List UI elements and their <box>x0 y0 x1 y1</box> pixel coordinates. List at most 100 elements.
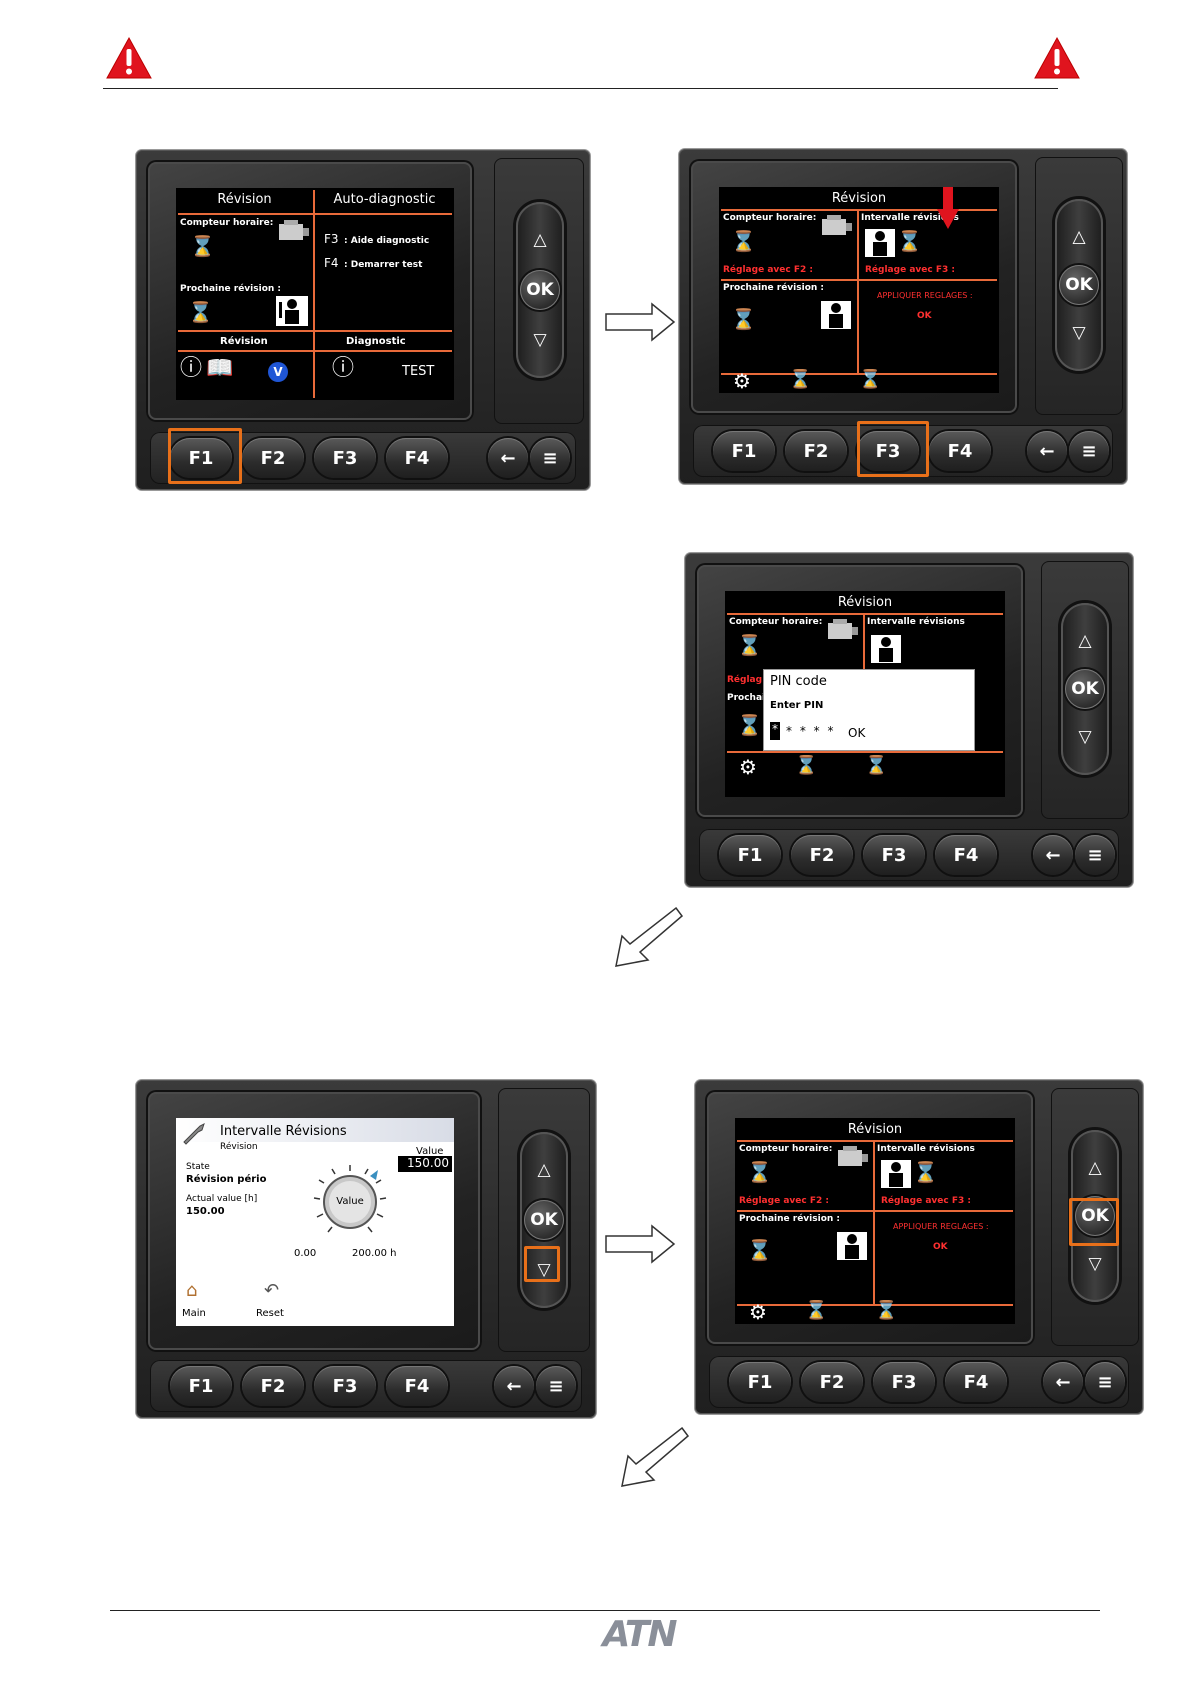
gears-icon: ⚙ <box>739 755 757 779</box>
menu-button[interactable]: ≡ <box>1075 835 1115 875</box>
ok-button[interactable]: OK <box>1065 669 1105 709</box>
menu-button[interactable]: ≡ <box>530 438 570 478</box>
screen4-actual-value: 150.00 <box>186 1206 225 1217</box>
f1-button[interactable]: F1 <box>170 1366 232 1406</box>
screen4-reset-label: Reset <box>256 1308 284 1319</box>
f1-button[interactable]: F1 <box>170 438 232 478</box>
gears-icon: ⚙ <box>733 369 751 393</box>
screen5-adjust-f3: Réglage avec F3 : <box>881 1196 971 1206</box>
hourglass-icon: ⌛ <box>188 300 213 324</box>
device-panel-4: Intervalle Révisions Révision Value 150.… <box>136 1080 596 1418</box>
screen1-hour-counter: Compteur horaire: <box>180 218 274 228</box>
f2-button[interactable]: F2 <box>242 1366 304 1406</box>
hourglass-engine-icon: ⌛ <box>795 755 818 776</box>
f2-button[interactable]: F2 <box>801 1362 863 1402</box>
back-button[interactable]: ← <box>1027 431 1067 471</box>
mechanic-icon <box>865 229 895 257</box>
footer-rule <box>110 1610 1100 1611</box>
down-button[interactable]: ▽ <box>1072 323 1086 343</box>
down-button[interactable]: ▽ <box>1078 727 1092 747</box>
screen1-f4-text: : Demarrer test <box>344 260 423 270</box>
hourglass-icon: ⌛ <box>731 229 756 253</box>
f3-button[interactable]: F3 <box>863 835 925 875</box>
back-button[interactable]: ← <box>488 438 528 478</box>
menu-button[interactable]: ≡ <box>1069 431 1109 471</box>
screen4-knob-label: Value <box>336 1196 364 1207</box>
f1-button[interactable]: F1 <box>729 1362 791 1402</box>
screen-5: Révision Compteur horaire: Intervalle ré… <box>735 1118 1015 1324</box>
f3-button[interactable]: F3 <box>314 438 376 478</box>
screen4-value-label: Value <box>416 1146 444 1157</box>
down-button[interactable]: ▽ <box>537 1260 551 1280</box>
pin-ok-button[interactable]: OK <box>848 726 866 740</box>
hourglass-icon: ⌛ <box>913 1160 938 1184</box>
screen5-hour-counter: Compteur horaire: <box>739 1144 833 1154</box>
hourglass-mechanic-icon: ⌛ <box>859 369 882 390</box>
device-panel-3: Révision Compteur horaire: Intervalle ré… <box>685 553 1133 887</box>
home-icon[interactable]: ⌂ <box>186 1280 198 1301</box>
up-button[interactable]: △ <box>1088 1158 1102 1178</box>
hourglass-icon: ⌛ <box>737 633 762 657</box>
down-button[interactable]: ▽ <box>1088 1254 1102 1274</box>
arrow-right-icon <box>605 1224 676 1264</box>
pin-cursor: * <box>770 722 780 740</box>
ok-button[interactable]: OK <box>524 1200 564 1240</box>
f2-button[interactable]: F2 <box>242 438 304 478</box>
menu-button[interactable]: ≡ <box>1085 1362 1125 1402</box>
f4-button[interactable]: F4 <box>945 1362 1007 1402</box>
f1-button[interactable]: F1 <box>713 431 775 471</box>
screen4-actual-label: Actual value [h] <box>186 1194 258 1204</box>
screen5-next-revision: Prochaine révision : <box>739 1214 841 1224</box>
ok-button[interactable]: OK <box>1075 1196 1115 1236</box>
help-icon: ⓘ <box>332 356 355 381</box>
f2-button[interactable]: F2 <box>785 431 847 471</box>
screen4-max: 200.00 h <box>352 1248 397 1259</box>
ok-button[interactable]: OK <box>1059 265 1099 305</box>
help-icon: ⓘ <box>180 356 203 381</box>
f3-button[interactable]: F3 <box>857 431 919 471</box>
f3-button[interactable]: F3 <box>314 1366 376 1406</box>
warning-icon-right <box>1034 36 1080 79</box>
f3-button[interactable]: F3 <box>873 1362 935 1402</box>
back-button[interactable]: ← <box>1043 1362 1083 1402</box>
pin-dialog: PIN code Enter PIN * * * * * OK <box>763 669 975 751</box>
up-button[interactable]: △ <box>533 230 547 250</box>
book-icon: 📖 <box>206 356 234 381</box>
f1-button[interactable]: F1 <box>719 835 781 875</box>
screen2-ok: OK <box>917 311 932 321</box>
up-button[interactable]: △ <box>1072 227 1086 247</box>
pin-prompt: Enter PIN <box>770 700 824 711</box>
up-button[interactable]: △ <box>537 1160 551 1180</box>
back-button[interactable]: ← <box>494 1366 534 1406</box>
screen4-subtitle: Révision <box>220 1142 258 1152</box>
up-button[interactable]: △ <box>1078 631 1092 651</box>
back-button[interactable]: ← <box>1033 835 1073 875</box>
red-down-arrow-icon <box>937 187 959 229</box>
f4-button[interactable]: F4 <box>386 1366 448 1406</box>
screen3-hour-counter: Compteur horaire: <box>729 617 823 627</box>
pin-input[interactable]: * * * * <box>786 724 836 738</box>
f4-button[interactable]: F4 <box>386 438 448 478</box>
screen2-adjust-f2: Réglage avec F2 : <box>723 265 813 275</box>
reset-icon[interactable]: ↶ <box>264 1280 280 1301</box>
down-button[interactable]: ▽ <box>533 330 547 350</box>
f2-button[interactable]: F2 <box>791 835 853 875</box>
mechanic-icon <box>821 301 851 329</box>
engine-icon <box>822 215 852 235</box>
device-panel-2: Révision Compteur horaire: Intervalle ré… <box>679 149 1127 484</box>
value-knob[interactable] <box>310 1162 390 1242</box>
screen4-min: 0.00 <box>294 1248 317 1259</box>
hourglass-icon: ⌛ <box>190 234 215 258</box>
ok-button[interactable]: OK <box>520 270 560 310</box>
menu-button[interactable]: ≡ <box>536 1366 576 1406</box>
f4-button[interactable]: F4 <box>935 835 997 875</box>
mechanic-icon <box>276 296 308 326</box>
arrow-right-icon <box>605 302 676 342</box>
hourglass-mechanic-icon: ⌛ <box>865 755 888 776</box>
screen4-state-value: Révision pério <box>186 1174 267 1185</box>
f4-button[interactable]: F4 <box>929 431 991 471</box>
header-rule <box>103 88 1058 89</box>
warning-icon-left <box>106 36 152 79</box>
screen5-title: Révision <box>847 1122 903 1137</box>
screen3-adjust-partial: Réglag <box>727 675 763 685</box>
